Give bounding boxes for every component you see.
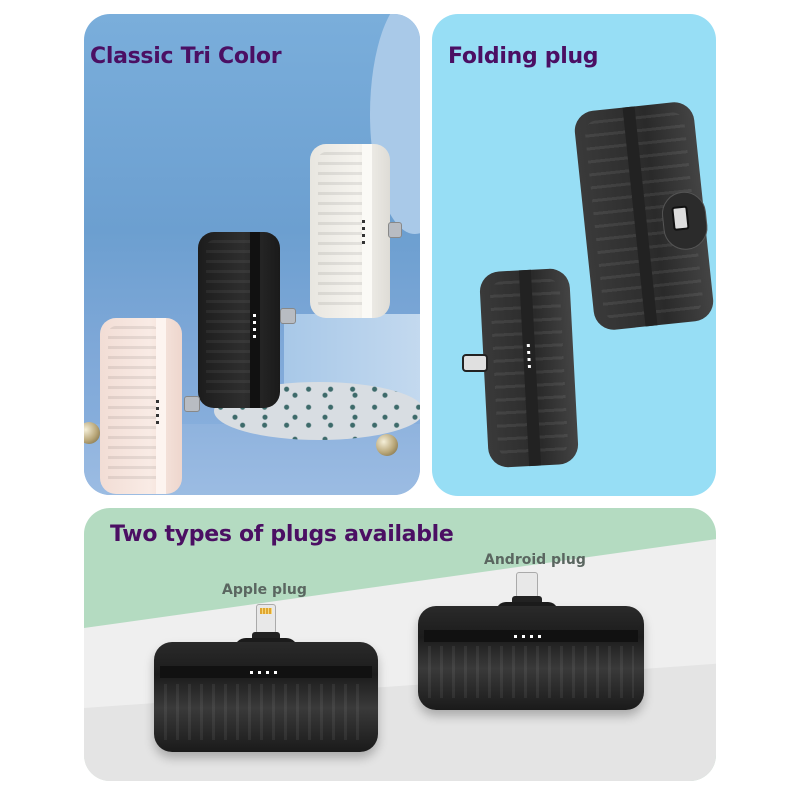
panel-title: Folding plug (448, 44, 599, 69)
usb-c-plug-icon (388, 222, 402, 238)
power-bank-pink (100, 318, 182, 494)
plug-types-panel: Two types of plugs available Apple plug … (84, 508, 716, 781)
power-bank-black (198, 232, 280, 408)
usb-c-plug-icon (184, 396, 200, 412)
usb-c-plug-icon (462, 354, 488, 372)
classic-tri-color-panel: Classic Tri Color (84, 14, 420, 495)
power-bank-extended-usb-c (478, 267, 580, 469)
lightning-plug-icon (671, 205, 690, 231)
usb-c-plug-icon (280, 308, 296, 324)
panel-title: Two types of plugs available (110, 522, 454, 547)
lightning-contacts (260, 608, 272, 614)
folding-plug-panel: Folding plug (432, 14, 716, 496)
android-plug-label: Android plug (484, 552, 586, 568)
led-indicator (250, 671, 278, 674)
apple-plug-label: Apple plug (222, 582, 307, 598)
power-bank-android (418, 606, 644, 710)
usb-c-plug-icon (516, 572, 538, 598)
led-indicator (514, 635, 542, 638)
terrazzo-pedestal (214, 382, 420, 440)
power-bank-white (310, 144, 390, 318)
power-bank-folded-lightning (572, 100, 716, 332)
panel-title: Classic Tri Color (90, 44, 282, 69)
gold-sphere (84, 422, 100, 444)
gold-sphere (376, 434, 398, 456)
power-bank-apple (154, 642, 378, 752)
